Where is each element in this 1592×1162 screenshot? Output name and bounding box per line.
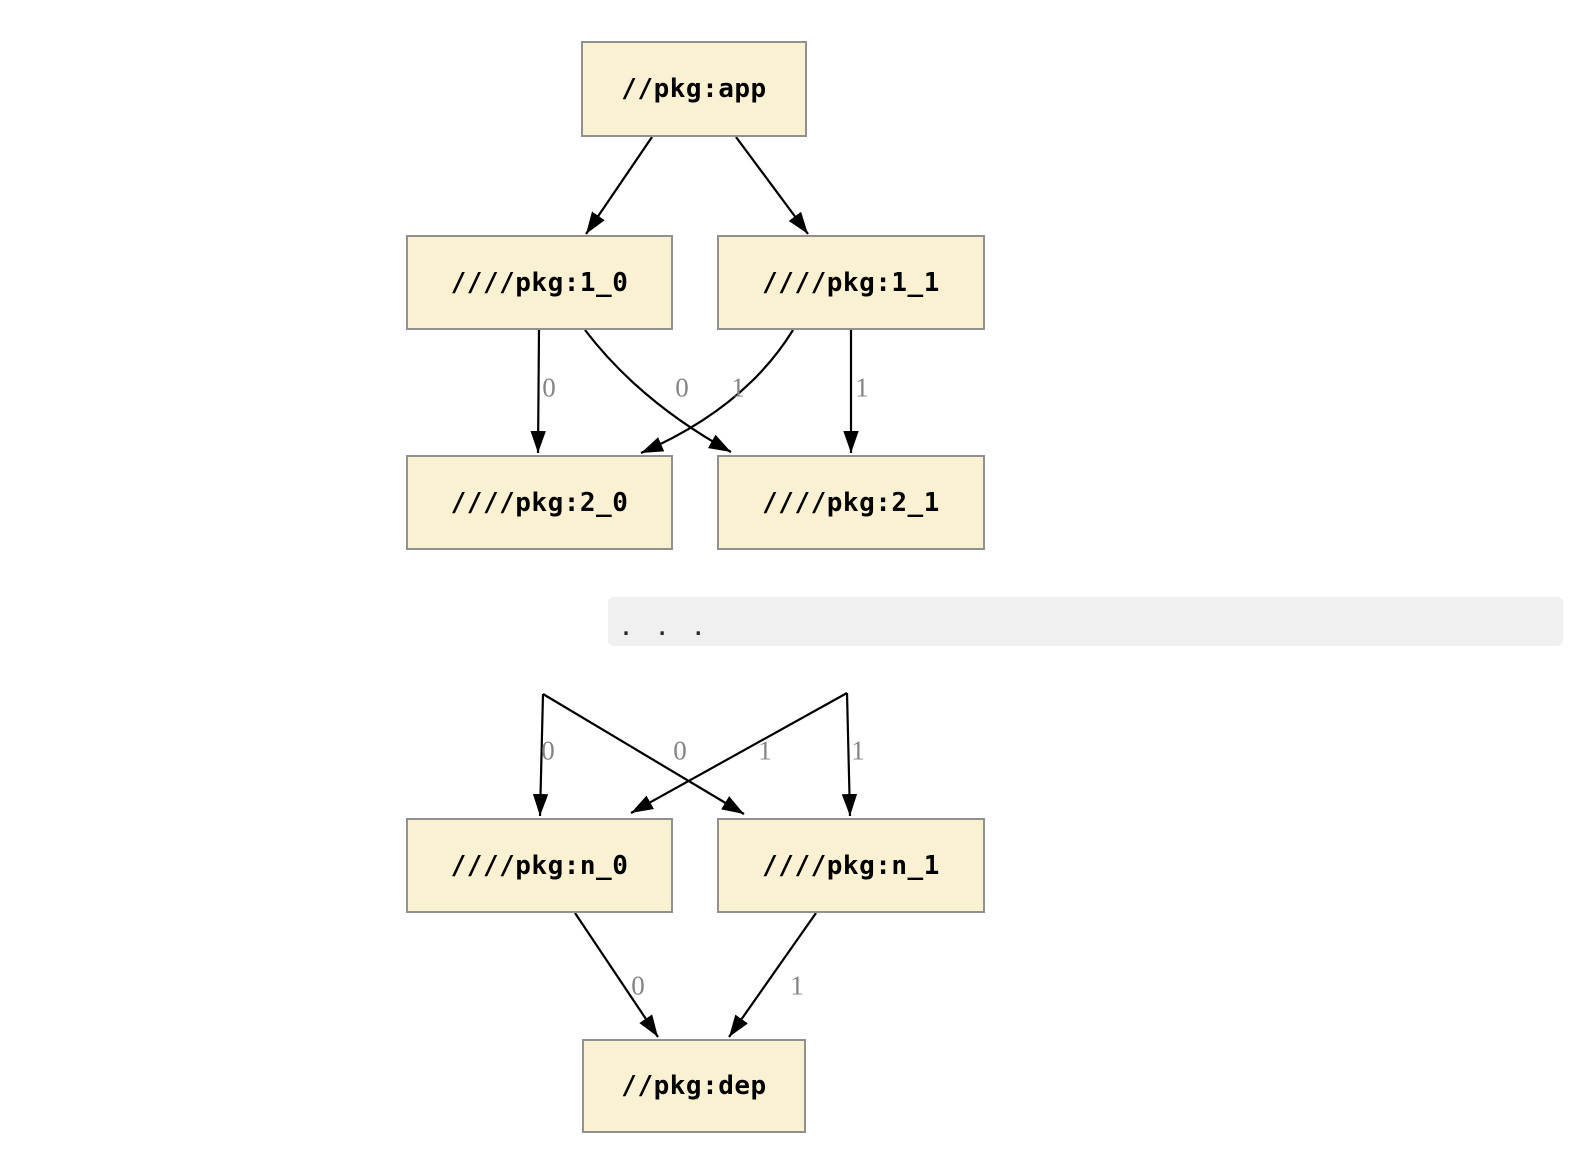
node-pkg-app: //pkg:app [581, 41, 807, 137]
edge-label-1_0-2_1: 0 [675, 372, 689, 403]
edge-label-elided-n_1-straight: 1 [851, 735, 865, 766]
edge-label-n_1-dep: 1 [790, 970, 804, 1001]
edge-elided-to-n_0-straight [532, 693, 549, 817]
edge-app-to-1_1 [735, 136, 809, 235]
edge-1_0-to-2_0 [530, 329, 546, 454]
edge-elided-to-n_1-cross [542, 693, 745, 815]
edge-elided-to-n_0-cross [630, 692, 848, 814]
edge-1_1-to-2_0 [640, 329, 794, 455]
edge-label-1_1-2_1: 1 [855, 372, 869, 403]
edge-label-elided-n_1-cross: 0 [673, 735, 687, 766]
edge-elided-to-n_1-straight [841, 692, 858, 817]
edge-1_0-to-2_1 [584, 329, 732, 453]
edge-n_1-to-dep [728, 912, 817, 1038]
node-pkg-2-1: ////pkg:2_1 [717, 455, 985, 550]
node-pkg-dep: //pkg:dep [582, 1039, 806, 1133]
ellipsis-code-block: . . . [608, 597, 1563, 646]
edge-label-elided-n_0-straight: 0 [541, 735, 555, 766]
ellipsis-text: . . . [620, 616, 705, 640]
edge-label-1_0-2_0: 0 [542, 372, 556, 403]
edge-label-n_0-dep: 0 [631, 970, 645, 1001]
edge-n_0-to-dep [574, 912, 659, 1038]
node-pkg-2-0: ////pkg:2_0 [406, 455, 673, 550]
edge-app-to-1_0 [585, 136, 653, 235]
node-pkg-n-1: ////pkg:n_1 [717, 818, 985, 913]
node-pkg-1-0: ////pkg:1_0 [406, 235, 673, 330]
edge-label-elided-n_0-cross: 1 [758, 735, 772, 766]
node-pkg-1-1: ////pkg:1_1 [717, 235, 985, 330]
node-pkg-n-0: ////pkg:n_0 [406, 818, 673, 913]
edge-label-1_1-2_0: 1 [731, 372, 745, 403]
